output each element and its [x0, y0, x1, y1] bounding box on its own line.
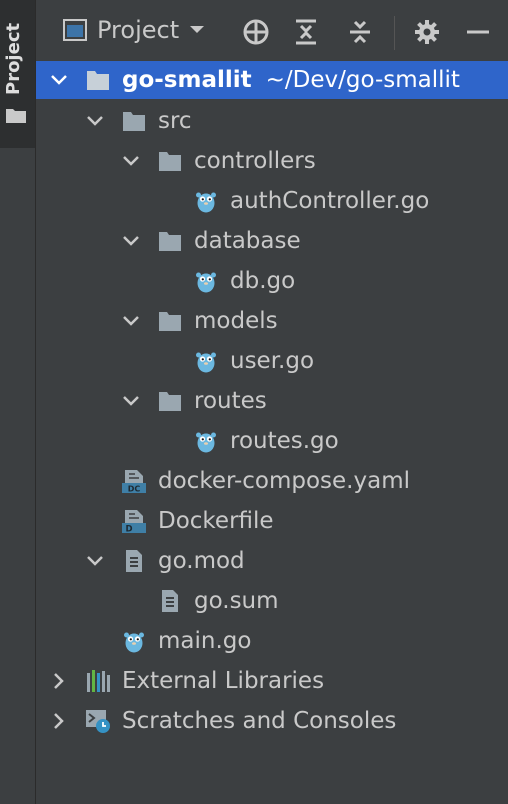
dockerfile-icon: D	[122, 510, 146, 534]
scratch-console-icon	[86, 710, 110, 733]
folder-icon	[6, 109, 26, 123]
tree-item-label: src	[158, 108, 192, 134]
toolbar-separator	[394, 16, 395, 50]
project-toolbar: Project	[36, 0, 508, 62]
tree-row-user[interactable]: user.go	[36, 341, 508, 381]
gopher-file-icon	[196, 272, 216, 293]
expand-all-icon[interactable]	[292, 18, 320, 46]
chevron-down-icon	[51, 75, 67, 85]
tree-row-root[interactable]: go-smallit ~/Dev/go-smallit	[36, 61, 508, 99]
tree-row-models[interactable]: models	[36, 301, 508, 341]
tree-item-label: main.go	[158, 628, 252, 654]
tree-row-scratches[interactable]: Scratches and Consoles	[36, 701, 508, 741]
folder-icon	[159, 232, 181, 251]
folder-icon	[159, 312, 181, 331]
tree-item-label: routes.go	[230, 428, 339, 454]
tree-row-main-go[interactable]: main.go	[36, 621, 508, 661]
tree-item-label: database	[194, 228, 301, 254]
chevron-down-icon	[87, 556, 103, 566]
root-name: go-smallit	[122, 67, 252, 93]
folder-icon	[159, 392, 181, 411]
view-selector-dropdown[interactable]: Project	[63, 16, 205, 44]
tree-item-label: go.mod	[158, 548, 245, 574]
tree-item-label: Scratches and Consoles	[122, 708, 397, 734]
folder-icon	[87, 71, 109, 90]
gopher-file-icon	[196, 352, 216, 373]
folder-icon	[123, 112, 145, 131]
tree-item-label: db.go	[230, 268, 296, 294]
window-icon	[63, 19, 87, 41]
text-file-icon	[126, 550, 142, 572]
chevron-down-icon	[123, 156, 139, 166]
docker-compose-badge: DC	[128, 485, 141, 494]
gopher-file-icon	[196, 192, 216, 213]
gopher-file-icon	[196, 432, 216, 453]
docker-compose-file-icon: DC	[122, 470, 146, 494]
tree-item-label: user.go	[230, 348, 315, 374]
collapse-all-icon[interactable]	[346, 18, 374, 46]
project-tool-tab-label: Project	[3, 22, 24, 95]
chevron-down-icon	[190, 26, 205, 33]
text-file-icon	[162, 590, 178, 612]
tree-item-label: go.sum	[194, 588, 279, 614]
root-path: ~/Dev/go-smallit	[265, 67, 460, 93]
gopher-file-icon	[124, 632, 144, 653]
tree-row-external-libraries[interactable]: External Libraries	[36, 661, 508, 701]
tree-row-dockerfile[interactable]: D Dockerfile	[36, 501, 508, 541]
dockerfile-badge: D	[125, 525, 132, 534]
chevron-right-icon	[54, 673, 64, 689]
tree-item-label: controllers	[194, 148, 316, 174]
view-selector-label: Project	[97, 16, 180, 44]
tree-item-label: authController.go	[230, 188, 430, 214]
tree-row-src[interactable]: src	[36, 101, 508, 141]
tree-row-authcontroller[interactable]: authController.go	[36, 181, 508, 221]
tree-row-controllers[interactable]: controllers	[36, 141, 508, 181]
tree-row-go-mod[interactable]: go.mod	[36, 541, 508, 581]
tree-row-go-sum[interactable]: go.sum	[36, 581, 508, 621]
tree-item-label: models	[194, 308, 278, 334]
tree-item-label: External Libraries	[122, 668, 325, 694]
tree-row-database[interactable]: database	[36, 221, 508, 261]
project-tool-tab[interactable]: Project	[0, 0, 35, 148]
tool-window-strip: Project	[0, 0, 36, 804]
tree-item-label: routes	[194, 388, 267, 414]
tree-row-routes[interactable]: routes	[36, 381, 508, 421]
hide-minus-icon[interactable]	[464, 18, 492, 46]
tree-item-label: Dockerfile	[158, 508, 274, 534]
chevron-down-icon	[123, 236, 139, 246]
tree-row-routes-go[interactable]: routes.go	[36, 421, 508, 461]
tree-row-db[interactable]: db.go	[36, 261, 508, 301]
gear-icon[interactable]	[413, 18, 441, 46]
chevron-down-icon	[87, 116, 103, 126]
chevron-down-icon	[123, 396, 139, 406]
tree-item-label: docker-compose.yaml	[158, 468, 410, 494]
tree-row-docker-compose[interactable]: DC docker-compose.yaml	[36, 461, 508, 501]
chevron-down-icon	[123, 316, 139, 326]
chevron-right-icon	[54, 713, 64, 729]
library-icon	[87, 670, 110, 692]
locate-target-icon[interactable]	[242, 18, 270, 46]
folder-icon	[159, 152, 181, 171]
